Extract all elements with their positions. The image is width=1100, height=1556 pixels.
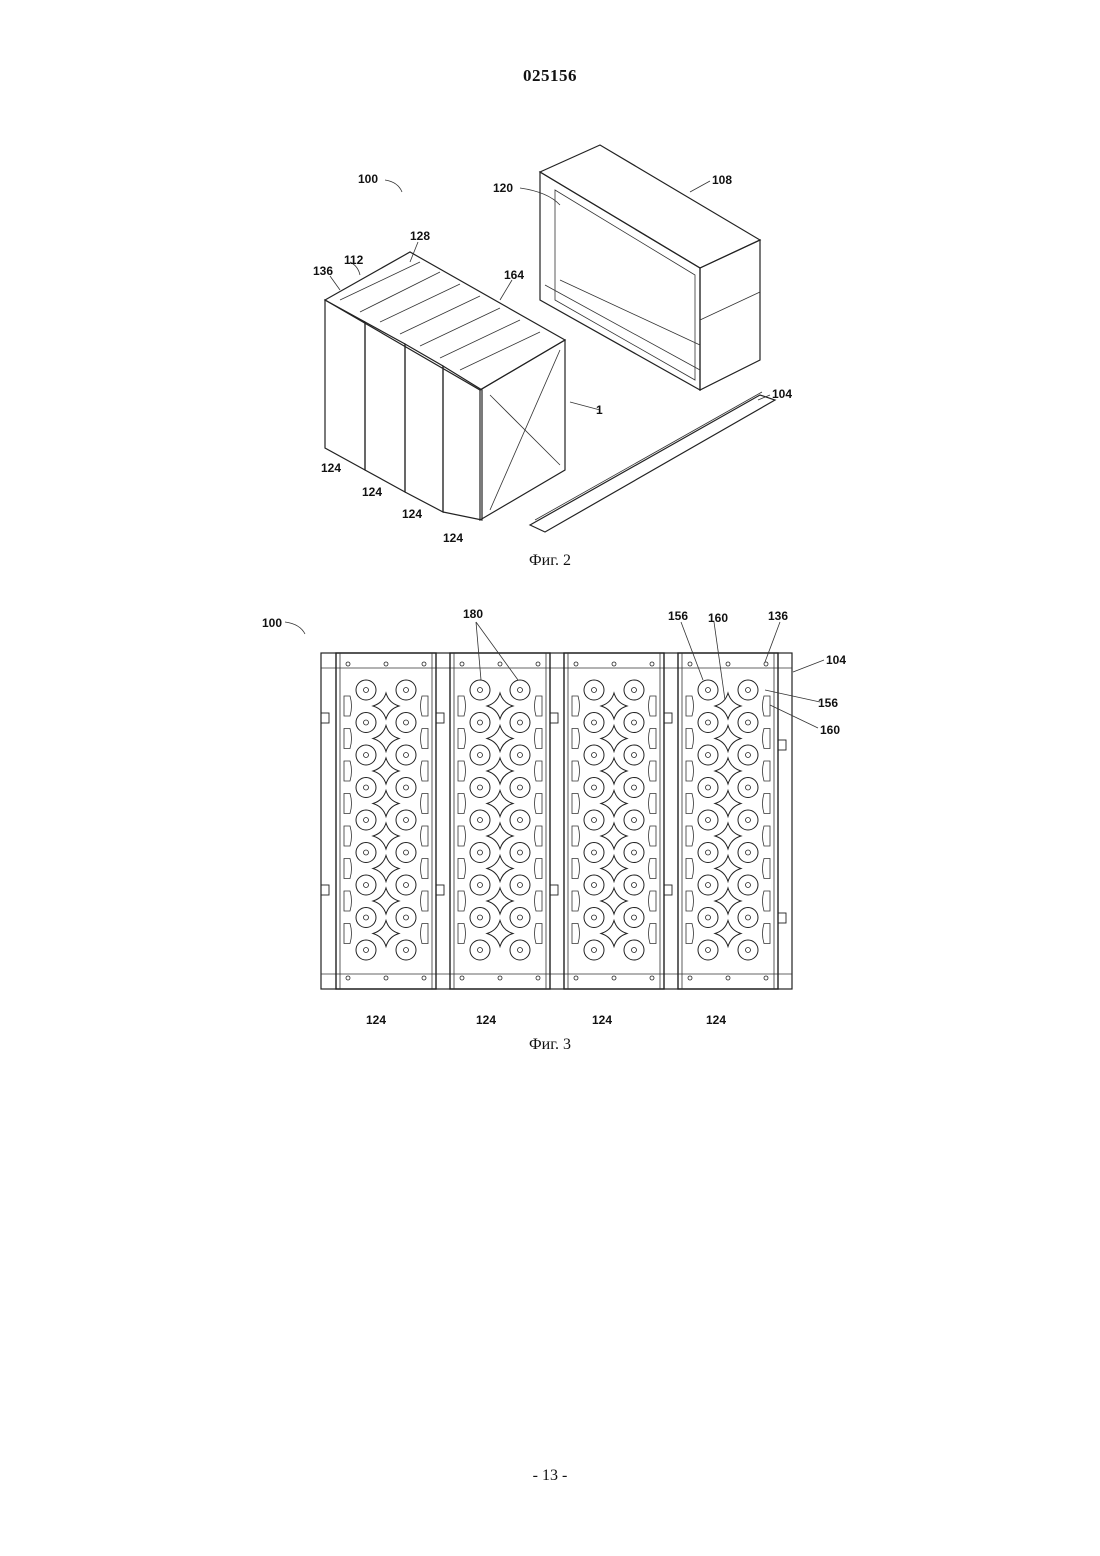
- label-124-b: 124: [476, 1013, 496, 1027]
- label-124-c: 124: [592, 1013, 612, 1027]
- label-180: 180: [463, 607, 483, 621]
- end-plate-3: [564, 653, 664, 989]
- label-156-top: 156: [668, 609, 688, 623]
- end-plates-front: [321, 653, 786, 989]
- label-156-side: 156: [818, 696, 838, 710]
- end-plate-2: [450, 653, 550, 989]
- mounting-tab: [436, 713, 444, 723]
- label-124-a: 124: [366, 1013, 386, 1027]
- label-100: 100: [262, 616, 282, 630]
- mounting-tab: [778, 913, 786, 923]
- figure-3-drawing: 100 180 156 160 136 104 156 160 124 124 …: [0, 0, 1100, 1060]
- end-plate-1: [336, 653, 436, 989]
- mounting-tab: [664, 713, 672, 723]
- mounting-tab: [550, 885, 558, 895]
- mounting-tab: [321, 713, 329, 723]
- label-136: 136: [768, 609, 788, 623]
- label-124-d: 124: [706, 1013, 726, 1027]
- mounting-tab: [778, 740, 786, 750]
- mounting-tab: [550, 713, 558, 723]
- page-number: - 13 -: [0, 1467, 1100, 1485]
- label-160-side: 160: [820, 723, 840, 737]
- mounting-tab: [664, 885, 672, 895]
- end-plate-4: [678, 653, 778, 989]
- figure-3-caption: Фиг. 3: [0, 1036, 1100, 1054]
- label-104: 104: [826, 653, 846, 667]
- label-160-top: 160: [708, 611, 728, 625]
- mounting-tab: [436, 885, 444, 895]
- mounting-tab: [321, 885, 329, 895]
